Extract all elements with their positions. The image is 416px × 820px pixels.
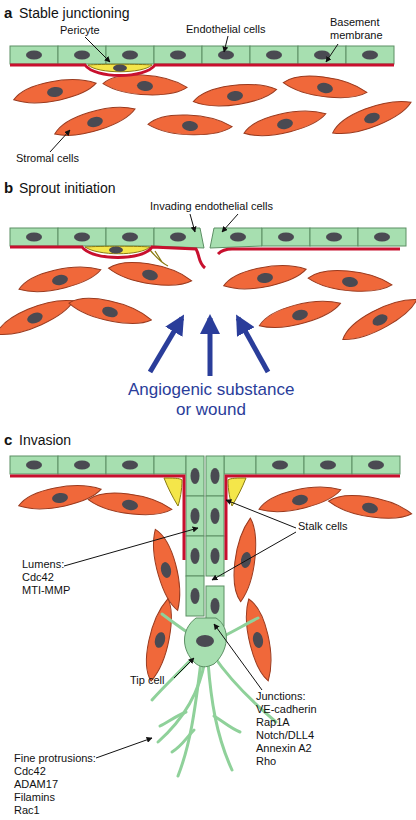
leader-lines [50, 36, 338, 758]
callout-label: Basement membrane [330, 16, 394, 41]
molecule-name: Filamins [14, 791, 55, 804]
panel-letter: b [4, 179, 13, 196]
stromal-cells-c [17, 481, 413, 682]
callout-label: Tip cell [130, 674, 164, 687]
basement-membrane [10, 247, 205, 268]
panel-letter: c [4, 431, 12, 448]
molecule-name: Notch/DLL4 [256, 729, 314, 742]
stromal-cells-a [12, 70, 415, 141]
pericyte [85, 246, 150, 254]
molecule-name: Rac1 [14, 804, 40, 817]
pericyte [88, 64, 152, 72]
molecule-name: Rho [256, 755, 276, 768]
callout-label: Stromal cells [16, 152, 79, 165]
endothelial-layer-b [10, 228, 406, 248]
molecule-name: ADAM17 [14, 778, 58, 791]
stalk-cells [186, 456, 224, 626]
endothelial-layer-c [10, 456, 400, 474]
molecule-name: MTI-MMP [22, 584, 70, 597]
callout-label: Junctions: [256, 690, 306, 703]
molecule-name: Cdc42 [14, 765, 46, 778]
callout-label: Endothelial cells [186, 23, 266, 36]
molecule-name: Rap1A [256, 716, 290, 729]
pericyte-nucleus [113, 65, 127, 72]
panel-heading: Invasion [19, 432, 71, 448]
callout-label: Pericyte [60, 24, 100, 37]
molecule-name: Cdc42 [22, 571, 54, 584]
pericyte-nucleus [109, 247, 123, 254]
stimulus-label: Angiogenic substance [128, 380, 294, 400]
panel-letter: a [4, 4, 12, 21]
basement-membrane [10, 65, 394, 76]
callout-label: Stalk cells [298, 520, 348, 533]
molecule-name: VE-cadherin [256, 703, 317, 716]
basement-membrane [218, 249, 400, 254]
basement-membrane [10, 476, 400, 560]
callout-label: Fine protrusions: [14, 752, 96, 765]
pericyte-process [150, 250, 168, 266]
stimulus-label: or wound [176, 400, 246, 420]
panel-heading: Stable junctioning [19, 5, 130, 21]
stimulus-arrows [150, 318, 268, 376]
molecule-name: Annexin A2 [256, 742, 312, 755]
pericyte [164, 478, 182, 506]
callout-label: Invading endothelial cells [150, 200, 273, 213]
callout-label: Lumens: [22, 558, 64, 571]
panel-heading: Sprout initiation [19, 180, 116, 196]
endothelial-layer-a [10, 46, 394, 64]
